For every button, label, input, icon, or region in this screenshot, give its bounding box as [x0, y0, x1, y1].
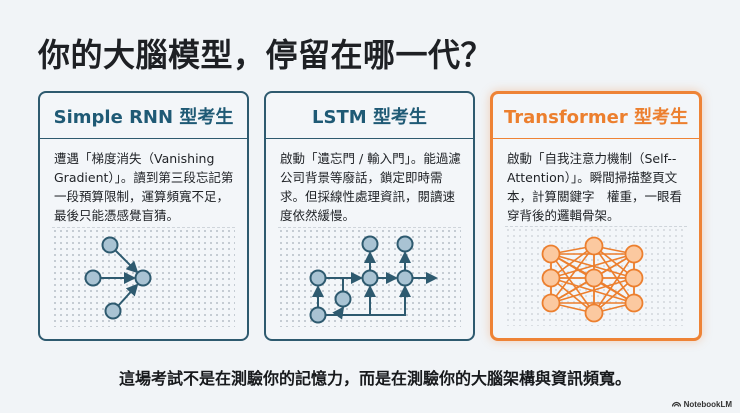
card-simple-rnn: Simple RNN 型考生 遭遇「梯度消失（Vanishing Gradien…: [38, 91, 249, 341]
card-description: 啟動「遺忘門 / 輸入門」。能過濾公司背景等廢話，鎖定即時需求。但採線性處理資訊…: [280, 151, 461, 223]
brand-watermark: NotebookLM: [671, 400, 732, 409]
notebooklm-logo-icon: [671, 400, 681, 409]
brand-label: NotebookLM: [683, 400, 732, 409]
card-description: 啟動「自我注意力機制（Self--Attention）」。瞬間掃描整頁文本，計算…: [507, 151, 683, 223]
hidden-node-icon: [134, 269, 152, 287]
card-description: 遭遇「梯度消失（Vanishing Gradient）」。讀到第三段忘記第一段預…: [54, 151, 234, 223]
input-node-icon: [84, 269, 102, 287]
page-title: 你的大腦模型，停留在哪一代？: [38, 36, 494, 74]
card-heading: Simple RNN 型考生: [40, 93, 247, 139]
card-transformer: Transformer 型考生 啟動「自我注意力機制（Self--Attenti…: [490, 91, 702, 341]
card-heading: Transformer 型考生: [493, 94, 699, 139]
footer-tagline: 這場考試不是在測驗你的記憶力，而是在測驗你的大腦架構與資訊頻寬。: [118, 369, 631, 388]
input-node-icon: [101, 236, 119, 254]
input-node-icon: [104, 302, 122, 320]
card-heading: LSTM 型考生: [266, 93, 473, 139]
rnn-vanishing-diagram: [52, 227, 235, 327]
transformer-attention-diagram: [505, 226, 687, 326]
lstm-gate-diagram: [278, 227, 461, 327]
card-lstm: LSTM 型考生 啟動「遺忘門 / 輸入門」。能過濾公司背景等廢話，鎖定即時需求…: [264, 91, 475, 341]
